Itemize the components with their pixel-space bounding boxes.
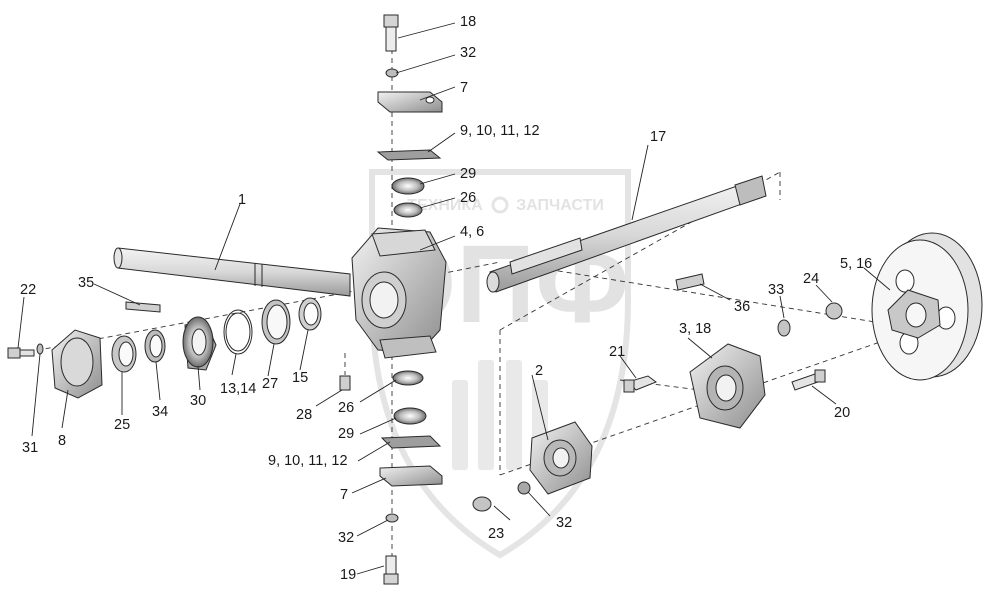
label-4-6: 4, 6: [460, 224, 484, 240]
label-2: 2: [535, 363, 543, 379]
label-26-top: 26: [460, 190, 476, 206]
plate-7-top: [377, 91, 443, 113]
ring-15: [298, 297, 322, 331]
shaft-1: [113, 247, 351, 297]
bearing-26-bottom: [392, 370, 424, 386]
label-18: 18: [460, 14, 476, 30]
label-34: 34: [152, 404, 168, 420]
key-36: [675, 273, 705, 291]
shim-9-12-top: [376, 149, 442, 161]
bearing-30: [182, 316, 217, 371]
bearing-29-top: [391, 177, 425, 195]
watermark-caption-left: ТЕХНИКА: [407, 197, 483, 214]
label-7-top: 7: [460, 80, 468, 96]
key-35: [125, 301, 161, 313]
shaft-17: [486, 175, 767, 293]
label-32-right: 32: [556, 515, 572, 531]
ring-27: [261, 299, 291, 345]
label-3-18: 3, 18: [679, 321, 711, 337]
label-9-12-top: 9, 10, 11, 12: [460, 123, 540, 139]
label-1: 1: [238, 192, 246, 208]
label-5-16: 5, 16: [840, 256, 872, 272]
ring-25: [111, 335, 137, 373]
washer-33: [777, 319, 791, 337]
watermark: ОПФ ТЕХНИКА ЗАПЧАСТИ: [369, 169, 631, 559]
hub-cap-8: [51, 329, 103, 399]
nut-23: [472, 496, 492, 512]
label-22: 22: [20, 282, 36, 298]
label-24: 24: [803, 271, 819, 287]
label-28: 28: [296, 407, 312, 423]
bolt-22: [7, 347, 35, 359]
label-8: 8: [58, 433, 66, 449]
label-21: 21: [609, 344, 625, 360]
label-30: 30: [190, 393, 206, 409]
label-32-bottom: 32: [338, 530, 354, 546]
label-36: 36: [734, 299, 750, 315]
label-19: 19: [340, 567, 356, 583]
housing-4-6: [351, 227, 447, 359]
washer-32-top: [385, 68, 399, 78]
ring-13-14: [223, 309, 253, 355]
washer-31: [36, 343, 44, 355]
label-15: 15: [292, 370, 308, 386]
nut-24: [825, 302, 843, 320]
seal-34: [144, 329, 166, 363]
pulley-5-16: [871, 232, 983, 381]
bolt-19: [383, 555, 399, 585]
callout-labels: 1 2 3, 18 4, 6 5, 16 7 7 8 9, 10, 11, 12…: [20, 14, 872, 583]
leader-lines: [17, 22, 891, 575]
bearing-26-top: [393, 202, 423, 218]
bearing-29-bottom: [393, 407, 427, 425]
washer-32-right: [517, 481, 531, 495]
label-17: 17: [650, 129, 666, 145]
label-29-top: 29: [460, 166, 476, 182]
label-32-top: 32: [460, 45, 476, 61]
bolt-20: [791, 369, 826, 391]
washer-32-bottom: [385, 513, 399, 523]
shim-9-12-bottom: [380, 435, 442, 449]
label-13-14: 13,14: [220, 381, 256, 397]
label-26-bottom: 26: [338, 400, 354, 416]
label-29-bottom: 29: [338, 426, 354, 442]
label-31: 31: [22, 440, 38, 456]
bolt-21: [623, 375, 658, 393]
grease-fitting-28: [339, 375, 351, 391]
plate-7-bottom: [379, 465, 443, 487]
label-25: 25: [114, 417, 130, 433]
flange-3-18: [689, 343, 766, 429]
flange-2: [529, 421, 593, 495]
label-33: 33: [768, 282, 784, 298]
bolt-18: [383, 14, 399, 52]
label-20: 20: [834, 405, 850, 421]
watermark-caption-right: ЗАПЧАСТИ: [516, 197, 604, 214]
label-7-bottom: 7: [340, 487, 348, 503]
label-9-12-bottom: 9, 10, 11, 12: [268, 453, 348, 469]
label-35: 35: [78, 275, 94, 291]
label-23: 23: [488, 526, 504, 542]
label-27: 27: [262, 376, 278, 392]
